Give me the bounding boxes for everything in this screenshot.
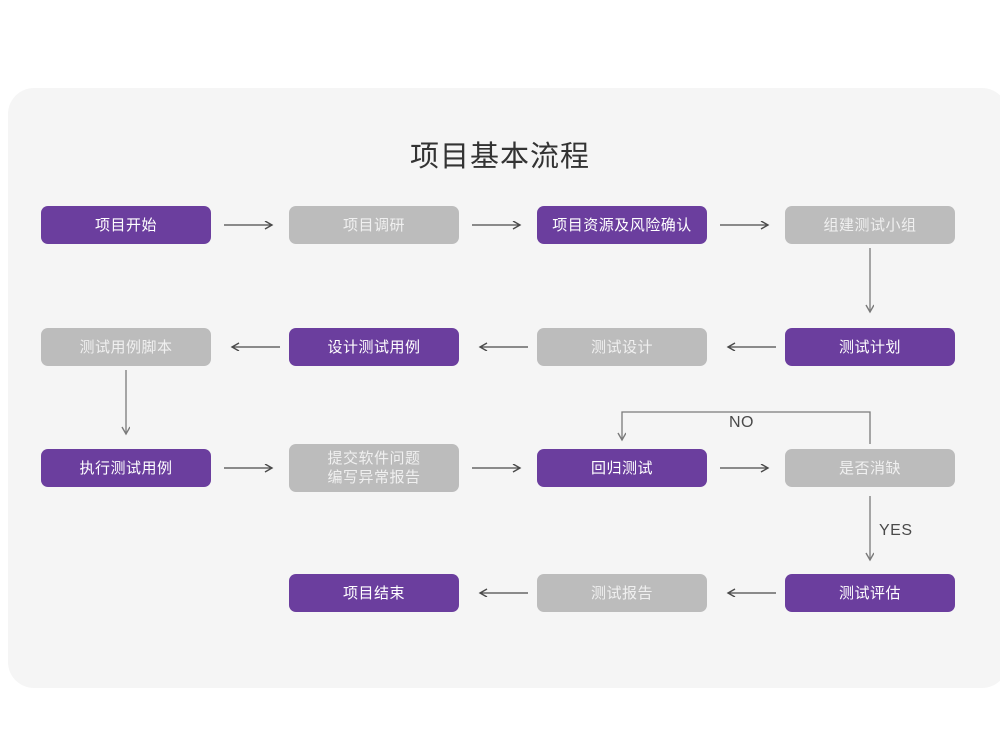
node-label: 回归测试 bbox=[590, 459, 653, 477]
node-execute-test-case[interactable]: 执行测试用例 bbox=[41, 449, 211, 487]
node-test-evaluation[interactable]: 测试评估 bbox=[785, 574, 955, 612]
node-regression-test[interactable]: 回归测试 bbox=[537, 449, 707, 487]
edge-label-yes: YES bbox=[879, 522, 913, 539]
node-submit-issue-report[interactable]: 提交软件问题 编写异常报告 bbox=[289, 444, 459, 492]
node-label: 测试评估 bbox=[838, 584, 901, 602]
node-label: 项目开始 bbox=[94, 216, 157, 234]
node-label: 设计测试用例 bbox=[327, 338, 421, 356]
node-label: 执行测试用例 bbox=[79, 459, 173, 477]
node-project-start[interactable]: 项目开始 bbox=[41, 206, 211, 244]
node-label: 组建测试小组 bbox=[823, 216, 917, 234]
node-project-end[interactable]: 项目结束 bbox=[289, 574, 459, 612]
node-test-report[interactable]: 测试报告 bbox=[537, 574, 707, 612]
node-label: 提交软件问题 编写异常报告 bbox=[327, 450, 421, 486]
node-design-test-case[interactable]: 设计测试用例 bbox=[289, 328, 459, 366]
node-label: 项目资源及风险确认 bbox=[552, 216, 692, 234]
node-form-test-team[interactable]: 组建测试小组 bbox=[785, 206, 955, 244]
node-resource-risk-confirm[interactable]: 项目资源及风险确认 bbox=[537, 206, 707, 244]
page-title: 项目基本流程 bbox=[409, 141, 590, 173]
edge-n12-n11-no bbox=[622, 411, 871, 444]
node-label: 测试用例脚本 bbox=[79, 338, 173, 356]
edge-label-no: NO bbox=[729, 414, 754, 431]
node-test-case-script[interactable]: 测试用例脚本 bbox=[41, 328, 211, 366]
node-label: 是否消缺 bbox=[838, 459, 901, 477]
node-label: 项目调研 bbox=[342, 216, 405, 234]
node-test-design[interactable]: 测试设计 bbox=[537, 328, 707, 366]
node-label: 测试报告 bbox=[590, 584, 653, 602]
node-project-research[interactable]: 项目调研 bbox=[289, 206, 459, 244]
node-test-plan[interactable]: 测试计划 bbox=[785, 328, 955, 366]
node-label: 测试计划 bbox=[838, 338, 901, 356]
node-label: 项目结束 bbox=[342, 584, 405, 602]
node-label: 测试设计 bbox=[590, 338, 653, 356]
node-defect-resolved-decision[interactable]: 是否消缺 bbox=[785, 449, 955, 487]
